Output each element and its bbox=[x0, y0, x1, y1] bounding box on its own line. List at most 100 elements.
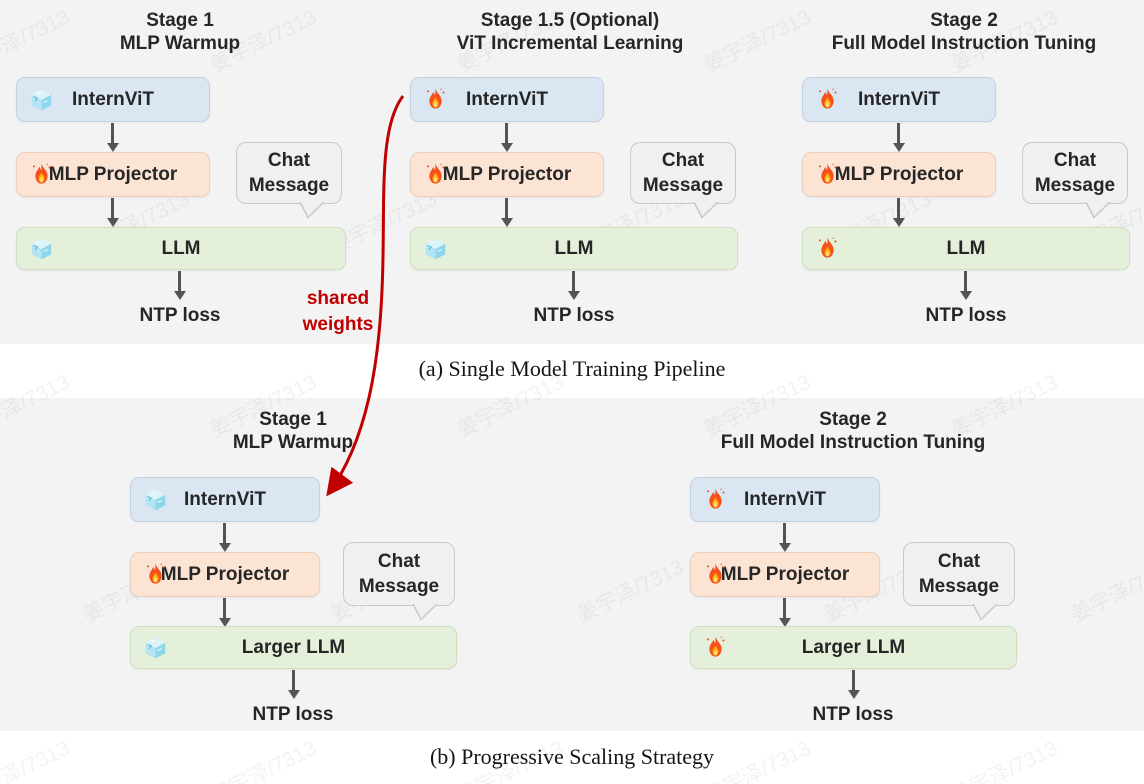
llm-label: LLM bbox=[946, 237, 986, 259]
down-arrow bbox=[783, 523, 786, 543]
mlp-projector-box: MLP Projector bbox=[802, 152, 996, 197]
internvit-label: InternViT bbox=[744, 488, 826, 510]
mlp-projector-box: MLP Projector bbox=[410, 152, 604, 197]
chat-bubble-line1: Chat bbox=[661, 150, 705, 171]
stage-title-line1: Stage 1 bbox=[259, 409, 327, 430]
larger-llm-label: Larger LLM bbox=[801, 636, 906, 658]
bubble-tail bbox=[1085, 202, 1111, 219]
internvit-label: InternViT bbox=[72, 88, 154, 110]
chat-bubble-line2: Message bbox=[642, 175, 724, 196]
chat-message-bubble: Chat Message bbox=[903, 542, 1015, 621]
shared-weights-line1: shared bbox=[306, 288, 370, 309]
ntp-loss-label: NTP loss bbox=[252, 704, 334, 725]
bubble-tail bbox=[299, 202, 325, 219]
down-arrow bbox=[897, 198, 900, 218]
llm-box: LLM bbox=[802, 227, 1130, 270]
llm-label: LLM bbox=[161, 237, 201, 259]
larger-llm-box: Larger LLM bbox=[690, 626, 1017, 669]
chat-bubble-line2: Message bbox=[918, 576, 1000, 597]
ntp-loss-label: NTP loss bbox=[139, 305, 221, 326]
stage-title-line2: Full Model Instruction Tuning bbox=[720, 432, 986, 453]
mlp-projector-label: MLP Projector bbox=[720, 563, 850, 585]
down-arrow bbox=[505, 123, 508, 143]
down-arrow bbox=[111, 198, 114, 218]
mlp-projector-label: MLP Projector bbox=[834, 163, 964, 185]
fire-icon bbox=[142, 561, 169, 588]
fire-icon bbox=[814, 235, 841, 262]
fire-icon bbox=[422, 86, 449, 113]
fire-icon bbox=[702, 486, 729, 513]
fire-icon bbox=[702, 561, 729, 588]
chat-bubble-line2: Message bbox=[1034, 175, 1116, 196]
mlp-projector-box: MLP Projector bbox=[130, 552, 320, 597]
larger-llm-label: Larger LLM bbox=[241, 636, 346, 658]
stage-title-line1: Stage 2 bbox=[819, 409, 887, 430]
bubble-tail bbox=[972, 604, 998, 621]
internvit-box: InternViT bbox=[410, 77, 604, 122]
fire-icon bbox=[422, 161, 449, 188]
chat-message-bubble: Chat Message bbox=[236, 142, 342, 219]
internvit-label: InternViT bbox=[184, 488, 266, 510]
stage-title-line2: ViT Incremental Learning bbox=[456, 33, 684, 54]
chat-message-bubble: Chat Message bbox=[630, 142, 736, 219]
stage-title-line1: Stage 2 bbox=[930, 10, 998, 31]
chat-bubble-line1: Chat bbox=[937, 551, 981, 572]
fire-icon bbox=[814, 161, 841, 188]
chat-bubble-line1: Chat bbox=[377, 551, 421, 572]
chat-bubble-line2: Message bbox=[248, 175, 330, 196]
down-arrow bbox=[897, 123, 900, 143]
down-arrow bbox=[852, 670, 855, 690]
bubble-tail bbox=[412, 604, 438, 621]
down-arrow bbox=[223, 598, 226, 618]
ice-cube-icon bbox=[28, 235, 55, 262]
ntp-loss-label: NTP loss bbox=[925, 305, 1007, 326]
stage-title-line2: Full Model Instruction Tuning bbox=[831, 33, 1097, 54]
internvit-label: InternViT bbox=[858, 88, 940, 110]
mlp-projector-label: MLP Projector bbox=[160, 563, 290, 585]
shared-weights-annotation: shared weights bbox=[297, 286, 379, 338]
down-arrow bbox=[111, 123, 114, 143]
chat-message-bubble: Chat Message bbox=[343, 542, 455, 621]
ice-cube-icon bbox=[142, 634, 169, 661]
llm-label: LLM bbox=[554, 237, 594, 259]
ice-cube-icon bbox=[28, 86, 55, 113]
shared-weights-line2: weights bbox=[302, 314, 374, 335]
internvit-box: InternViT bbox=[802, 77, 996, 122]
mlp-projector-label: MLP Projector bbox=[48, 163, 178, 185]
internvit-box: InternViT bbox=[690, 477, 880, 522]
down-arrow bbox=[572, 271, 575, 291]
chat-bubble-line1: Chat bbox=[1053, 150, 1097, 171]
fire-icon bbox=[702, 634, 729, 661]
chat-bubble-line1: Chat bbox=[267, 150, 311, 171]
caption-a: (a) Single Model Training Pipeline bbox=[418, 356, 726, 381]
fire-icon bbox=[28, 161, 55, 188]
mlp-projector-box: MLP Projector bbox=[690, 552, 880, 597]
down-arrow bbox=[178, 271, 181, 291]
mlp-projector-box: MLP Projector bbox=[16, 152, 210, 197]
caption-b: (b) Progressive Scaling Strategy bbox=[429, 744, 715, 769]
larger-llm-box: Larger LLM bbox=[130, 626, 457, 669]
stage-title-line2: MLP Warmup bbox=[119, 33, 241, 54]
ntp-loss-label: NTP loss bbox=[533, 305, 615, 326]
llm-box: LLM bbox=[16, 227, 346, 270]
internvit-box: InternViT bbox=[130, 477, 320, 522]
down-arrow bbox=[783, 598, 786, 618]
stage-title-line1: Stage 1 bbox=[146, 10, 214, 31]
down-arrow bbox=[223, 523, 226, 543]
down-arrow bbox=[292, 670, 295, 690]
bubble-tail bbox=[693, 202, 719, 219]
chat-message-bubble: Chat Message bbox=[1022, 142, 1128, 219]
stage-title-line2: MLP Warmup bbox=[232, 432, 354, 453]
down-arrow bbox=[505, 198, 508, 218]
internvit-label: InternViT bbox=[466, 88, 548, 110]
internvit-box: InternViT bbox=[16, 77, 210, 122]
stage-title-line1: Stage 1.5 (Optional) bbox=[480, 10, 660, 31]
down-arrow bbox=[964, 271, 967, 291]
chat-bubble-line2: Message bbox=[358, 576, 440, 597]
mlp-projector-label: MLP Projector bbox=[442, 163, 572, 185]
ice-cube-icon bbox=[422, 235, 449, 262]
llm-box: LLM bbox=[410, 227, 738, 270]
ntp-loss-label: NTP loss bbox=[812, 704, 894, 725]
fire-icon bbox=[814, 86, 841, 113]
